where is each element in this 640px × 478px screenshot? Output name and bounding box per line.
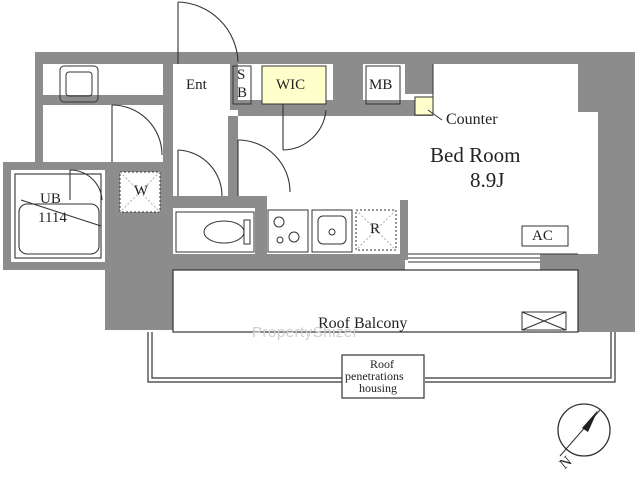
balcony [147,269,616,383]
unit-bath-label: UB [40,191,61,207]
bathtub [14,173,102,259]
bedroom-size: 8.9J [470,168,505,192]
shoe-box-b-label: B [237,85,248,101]
entrance-label: Ent [186,77,207,93]
roof-housing-line3: housing [359,381,398,395]
washer-box [119,171,161,213]
balcony-label: Roof Balcony [318,315,408,332]
counter-leader [427,109,443,121]
counter-label: Counter [446,111,498,128]
watermark: PropertyShizer [252,324,359,341]
roof-housing-line1: Roof [370,357,394,371]
meter-box-label: MB [369,77,393,93]
refrigerator-box [355,209,397,251]
outdoor-unit [521,311,567,331]
ac-box [521,225,569,247]
counter-marker [414,96,434,116]
compass-icon [557,403,611,457]
storage-lines [59,64,578,263]
ac-label: AC [532,228,553,244]
kitchen [267,209,353,253]
roof-housing-line2: penetrations [345,369,404,383]
bedroom-name: Bed Room [430,143,521,167]
wic-label: WIC [276,77,306,93]
roof-housing-box [341,354,425,399]
wic-highlight [261,65,327,105]
refrigerator-label: R [370,221,381,237]
toilet [175,211,255,253]
unit-bath-size: 1114 [38,210,67,226]
shoe-box-s-label: S [237,67,246,83]
washer-label: W [134,183,149,199]
